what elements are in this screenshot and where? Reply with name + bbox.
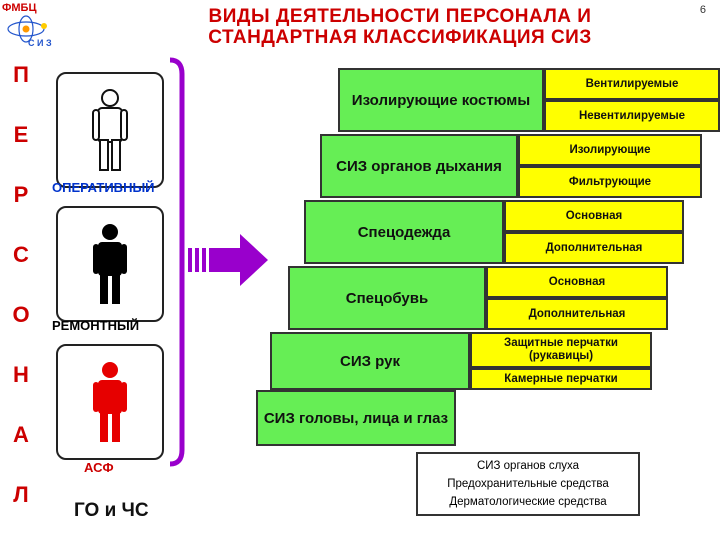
category-head-face-eyes: СИЗ головы, лица и глаз — [256, 390, 456, 446]
vertical-letter: А — [13, 422, 29, 447]
bracket-shape — [169, 57, 185, 467]
role-label-rescue: АСФ — [84, 460, 114, 475]
category-footwear: Спецобувь — [288, 266, 486, 330]
sub-non-ventilated: Невентилируемые — [544, 100, 720, 132]
title-line-1: ВИДЫ ДЕЯТЕЛЬНОСТИ ПЕРСОНАЛА И — [208, 6, 592, 27]
vertical-letter: Л — [13, 482, 29, 507]
category-respiratory: СИЗ органов дыхания — [320, 134, 518, 198]
category-isolating-suits: Изолирующие костюмы — [338, 68, 544, 132]
category-hands: СИЗ рук — [270, 332, 470, 390]
role-card-rescue — [56, 344, 164, 460]
sub-additional: Дополнительная — [504, 232, 684, 264]
list-item: Предохранительные средства — [447, 478, 609, 490]
list-item: СИЗ органов слуха — [476, 460, 580, 472]
other-ppe-list: СИЗ органов слуха Предохранительные сред… — [416, 452, 640, 516]
person-icon — [93, 224, 127, 304]
person-icon — [93, 362, 127, 442]
sub-additional: Дополнительная — [486, 298, 668, 330]
page-number: 6 — [699, 4, 706, 16]
role-label-operative: ОПЕРАТИВНЫЙ — [52, 180, 155, 195]
role-label-repair: РЕМОНТНЫЙ — [52, 318, 140, 333]
title-line-2: СТАНДАРТНАЯ КЛАССИФИКАЦИЯ СИЗ — [208, 27, 592, 48]
vertical-letter: Е — [13, 122, 29, 147]
role-card-repair — [56, 206, 164, 322]
vertical-letter: П — [13, 62, 29, 87]
list-item: Дерматологические средства — [449, 496, 607, 508]
logo-sub: С И З — [28, 38, 52, 48]
role-card-operative — [56, 72, 164, 188]
vertical-letter: Р — [13, 182, 29, 207]
logo: ФМБЦ С И З — [2, 2, 56, 50]
sub-protective-gloves: Защитные перчатки (рукавицы) — [470, 332, 652, 368]
sub-ventilated: Вентилируемые — [544, 68, 720, 100]
go-chs-label: ГО и ЧС — [74, 500, 149, 521]
vertical-letter: С — [13, 242, 29, 267]
sub-main: Основная — [504, 200, 684, 232]
person-icon — [92, 89, 128, 171]
arrow-right-icon — [188, 234, 268, 286]
slide-title: ВИДЫ ДЕЯТЕЛЬНОСТИ ПЕРСОНАЛА И СТАНДАРТНА… — [140, 6, 660, 48]
sub-main: Основная — [486, 266, 668, 298]
atom-icon — [7, 15, 47, 43]
vertical-letter: Н — [13, 362, 29, 387]
sub-filtering: Фильтрующие — [518, 166, 702, 198]
sub-chamber-gloves: Камерные перчатки — [470, 368, 652, 390]
category-workwear: Спецодежда — [304, 200, 504, 264]
sub-isolating: Изолирующие — [518, 134, 702, 166]
vertical-letter: О — [12, 302, 30, 327]
logo-text: ФМБЦ — [2, 2, 37, 14]
